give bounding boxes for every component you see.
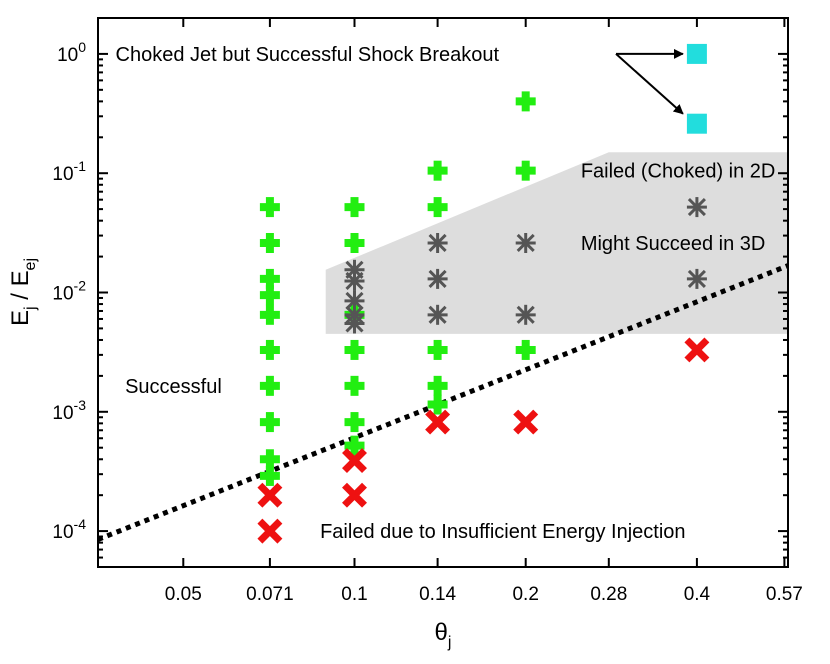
data-point-plus-0-4 bbox=[259, 304, 280, 325]
x-tick-label: 0.14 bbox=[419, 584, 456, 605]
data-point-plus-0-21 bbox=[427, 394, 448, 415]
data-point-asterisk-1-7 bbox=[427, 304, 448, 325]
data-point-x-2-2 bbox=[342, 482, 367, 508]
x-axis-label: θj bbox=[435, 619, 452, 651]
data-point-x-2-5 bbox=[684, 337, 710, 363]
data-point-plus-0-22 bbox=[515, 91, 536, 112]
annotation-3: Successful bbox=[125, 376, 222, 398]
data-point-plus-0-3 bbox=[259, 285, 280, 306]
arrow-to-lower-square bbox=[615, 53, 684, 115]
data-point-plus-0-7 bbox=[259, 412, 280, 433]
data-point-asterisk-1-9 bbox=[515, 304, 536, 325]
data-point-plus-0-13 bbox=[344, 339, 365, 360]
data-point-plus-0-11 bbox=[344, 232, 365, 253]
x-tick-label: 0.28 bbox=[590, 584, 627, 605]
data-point-plus-0-1 bbox=[259, 232, 280, 253]
y-tick-label: 100 bbox=[57, 39, 86, 66]
data-point-plus-0-5 bbox=[259, 339, 280, 360]
annotation-2: Might Succeed in 3D bbox=[581, 233, 766, 255]
data-point-plus-0-16 bbox=[344, 435, 365, 456]
x-tick-label: 0.57 bbox=[766, 584, 803, 605]
data-point-square-3-1 bbox=[686, 113, 707, 134]
data-point-plus-0-10 bbox=[344, 197, 365, 218]
annotation-0: Choked Jet but Successful Shock Breakout bbox=[116, 44, 500, 66]
data-point-asterisk-1-1 bbox=[344, 270, 365, 291]
legend-marker-failed bbox=[257, 518, 283, 544]
shaded-region bbox=[325, 152, 788, 334]
data-point-plus-0-14 bbox=[344, 375, 365, 396]
annotation-4: Failed due to Insufficient Energy Inject… bbox=[320, 521, 685, 543]
data-point-plus-0-23 bbox=[515, 160, 536, 181]
data-point-plus-0-6 bbox=[259, 375, 280, 396]
data-point-plus-0-20 bbox=[427, 375, 448, 396]
y-axis-label: Ej / Eej bbox=[7, 258, 39, 326]
x-tick-label: 0.4 bbox=[684, 584, 711, 605]
y-tick-label: 10-2 bbox=[52, 278, 86, 305]
annotation-1: Failed (Choked) in 2D bbox=[581, 161, 776, 183]
data-point-x-2-3 bbox=[425, 409, 451, 435]
y-tick-label: 10-1 bbox=[52, 158, 86, 185]
data-point-plus-0-0 bbox=[259, 197, 280, 218]
data-point-asterisk-1-6 bbox=[427, 268, 448, 289]
data-point-plus-0-18 bbox=[427, 197, 448, 218]
data-point-asterisk-1-11 bbox=[686, 268, 707, 289]
data-point-x-2-4 bbox=[513, 409, 539, 435]
data-point-x-2-0 bbox=[257, 482, 283, 508]
data-point-x-2-1 bbox=[342, 448, 367, 474]
data-point-plus-0-17 bbox=[427, 160, 448, 181]
data-point-plus-0-9 bbox=[259, 465, 280, 486]
data-point-asterisk-1-5 bbox=[427, 232, 448, 253]
y-tick-label: 10-4 bbox=[52, 516, 86, 543]
data-point-plus-0-24 bbox=[515, 339, 536, 360]
y-tick-label: 10-3 bbox=[52, 397, 86, 424]
data-point-asterisk-1-10 bbox=[686, 197, 707, 218]
data-point-plus-0-15 bbox=[344, 412, 365, 433]
x-tick-label: 0.05 bbox=[165, 584, 202, 605]
x-tick-label: 0.1 bbox=[341, 584, 367, 605]
data-point-square-3-0 bbox=[686, 43, 707, 64]
x-tick-label: 0.071 bbox=[246, 584, 294, 605]
data-point-plus-0-19 bbox=[427, 339, 448, 360]
x-tick-label: 0.2 bbox=[512, 584, 538, 605]
data-point-asterisk-1-4 bbox=[344, 313, 365, 334]
data-point-asterisk-1-8 bbox=[515, 232, 536, 253]
